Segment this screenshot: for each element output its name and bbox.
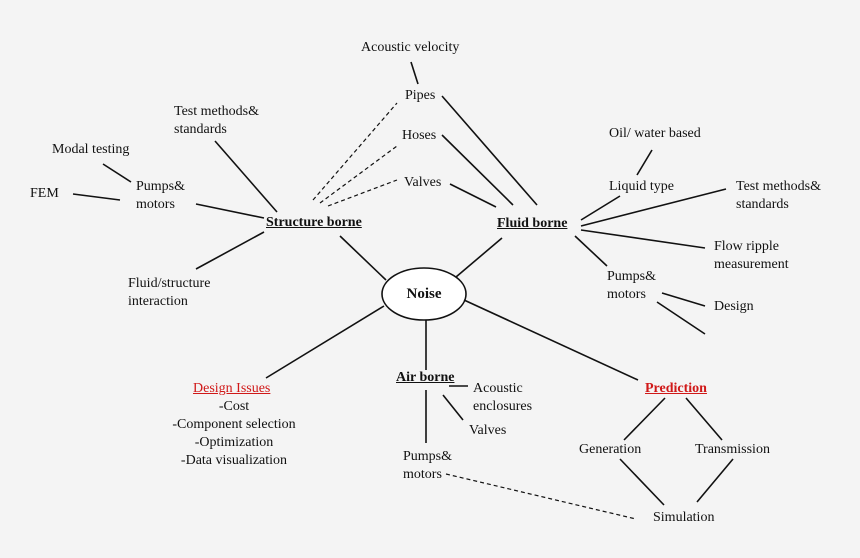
edge-noise-fluid [455,237,503,278]
edge-generation-simulation [619,458,665,506]
edge-fluid-pumps [574,235,608,267]
edge-transmission-simulation [696,458,734,503]
design-label: Design [714,299,754,314]
structure-pumps-motors-label: Pumps& motors [136,179,186,212]
fluid-borne-node: Fluid borne [497,216,568,231]
edge-structure-fluidstructure [195,231,265,270]
air-pumps-motors-label: Pumps& motors [403,449,453,482]
design-issue-item: -Component selection [172,417,296,432]
acoustic-enclosures-label: Acoustic enclosures [473,381,533,414]
air-borne-node: Air borne [396,370,455,385]
fluid-test-methods-label: Test methods& standards [736,179,821,212]
edge-dashed-pumps-simulation [445,473,637,520]
design-issue-item: -Data visualization [180,453,288,468]
generation-label: Generation [579,442,642,457]
edge-air-valves [442,394,464,421]
fluid-valves-label: Valves [404,175,442,190]
design-issue-item: -Cost [218,399,250,414]
edge-fluid-flowripple [580,229,706,249]
edge-fluid-testmethods [580,188,727,227]
fem-label: FEM [30,186,59,201]
flow-ripple-label: Flow ripple measurement [714,239,789,272]
edge-noise-prediction [463,299,639,381]
simulation-label: Simulation [653,510,715,525]
edge-prediction-transmission [685,397,723,441]
edge-pipes-acoustic [410,61,419,85]
edge-prediction-generation [623,397,666,441]
design-issue-item: -Optimization [194,435,274,450]
prediction-node: Prediction [645,381,707,396]
modal-testing-label: Modal testing [52,142,130,157]
hoses-label: Hoses [402,128,437,143]
edge-liquid-oil [636,149,653,176]
transmission-label: Transmission [695,442,770,457]
edge-structure-testmethods [214,140,278,213]
pipes-label: Pipes [405,88,436,103]
edge-structure-pumps [195,203,265,219]
oil-water-label: Oil/ water based [609,126,701,141]
noise-node: Noise [406,286,442,302]
air-valves-label: Valves [469,423,507,438]
noise-node-shape [381,267,467,321]
edge-pumps-fem [72,193,121,201]
fluid-pumps-motors-label: Pumps& motors [607,269,657,302]
structure-borne-node: Structure borne [266,215,362,230]
acoustic-velocity-label: Acoustic velocity [361,40,460,55]
liquid-type-label: Liquid type [609,179,674,194]
edge-pumps-modal [102,163,132,183]
structure-test-methods-label: Test methods& standards [174,104,259,137]
edge-noise-design [265,305,385,379]
edge-fluid-pipes [441,95,538,206]
design-issues-title: Design Issues [193,381,271,396]
edge-pumps-design [661,292,706,307]
edge-fluid-valves [449,183,497,208]
fluid-structure-interaction-label: Fluid/structure interaction [128,276,211,309]
edge-dashed-hoses [319,145,398,204]
edge-noise-structure [339,235,387,281]
edge-fluid-liquidtype [580,195,621,221]
edge-pumps-extra [656,301,706,335]
edge-dashed-pipes [312,102,398,201]
design-issues-list: -Cost -Component selection -Optimization… [158,398,310,470]
edge-dashed-valves [327,179,398,207]
edge-fluid-hoses [441,134,514,206]
